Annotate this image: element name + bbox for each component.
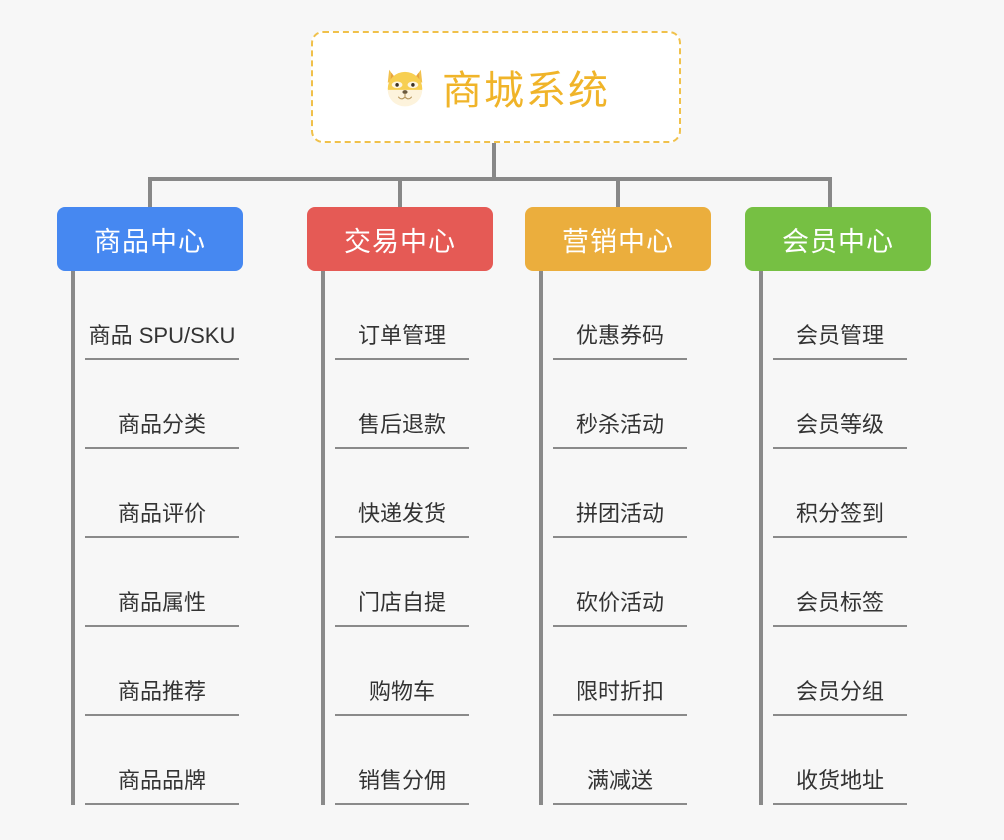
root-title: 商城系统 [442, 69, 610, 113]
category-title: 会员中心 [782, 226, 894, 257]
column-member-center: 会员中心 会员管理 会员等级 积分签到 会员标签 会员分组 收货地址 [745, 207, 931, 805]
list-item[interactable]: 商品 SPU/SKU [85, 271, 239, 360]
category-header-marketing-center[interactable]: 营销中心 [525, 207, 711, 271]
leaf-label: 会员管理 [795, 323, 884, 348]
leaf-label: 商品分类 [117, 412, 206, 437]
leaf-label: 会员标签 [795, 590, 884, 615]
leaf-label: 优惠券码 [575, 323, 664, 348]
list-item[interactable]: 优惠券码 [553, 271, 687, 360]
leaf-label: 满减送 [586, 768, 653, 793]
leaf-label: 门店自提 [357, 590, 446, 615]
leaf-label: 会员分组 [795, 679, 884, 704]
leaf-label: 商品评价 [117, 501, 206, 526]
leaf-label: 秒杀活动 [575, 412, 664, 437]
list-item[interactable]: 积分签到 [773, 449, 907, 538]
list-item[interactable]: 商品评价 [85, 449, 239, 538]
list-item[interactable]: 商品属性 [85, 538, 239, 627]
list-item[interactable]: 订单管理 [335, 271, 469, 360]
list-item[interactable]: 会员管理 [773, 271, 907, 360]
category-title: 商品中心 [94, 226, 206, 257]
leaf-list-product-center: 商品 SPU/SKU 商品分类 商品评价 商品属性 商品推荐 商品品牌 [71, 271, 239, 805]
leaf-label: 商品属性 [117, 590, 206, 615]
list-item[interactable]: 会员等级 [773, 360, 907, 449]
leaf-label: 购物车 [368, 679, 435, 704]
leaf-label: 售后退款 [357, 412, 446, 437]
connector-drop-2 [616, 177, 620, 207]
column-product-center: 商品中心 商品 SPU/SKU 商品分类 商品评价 商品属性 商品推荐 商品品牌 [57, 207, 243, 805]
list-item[interactable]: 秒杀活动 [553, 360, 687, 449]
leaf-label: 拼团活动 [575, 501, 664, 526]
dog-face-icon [382, 64, 428, 110]
leaf-label: 快递发货 [357, 501, 446, 526]
leaf-label: 收货地址 [795, 768, 884, 793]
list-item[interactable]: 砍价活动 [553, 538, 687, 627]
list-item[interactable]: 会员分组 [773, 627, 907, 716]
list-item[interactable]: 收货地址 [773, 716, 907, 805]
list-item[interactable]: 购物车 [335, 627, 469, 716]
list-item[interactable]: 门店自提 [335, 538, 469, 627]
connector-drop-3 [828, 177, 832, 207]
list-item[interactable]: 拼团活动 [553, 449, 687, 538]
leaf-label: 商品 SPU/SKU [88, 323, 236, 348]
list-item[interactable]: 商品分类 [85, 360, 239, 449]
leaf-label: 限时折扣 [575, 679, 664, 704]
leaf-label: 会员等级 [795, 412, 884, 437]
leaf-label: 积分签到 [795, 501, 884, 526]
leaf-label: 销售分佣 [357, 768, 446, 793]
connector-root-stem [492, 143, 496, 180]
category-header-trade-center[interactable]: 交易中心 [307, 207, 493, 271]
connector-horizontal-bus [148, 177, 832, 181]
leaf-label: 砍价活动 [575, 590, 664, 615]
category-header-member-center[interactable]: 会员中心 [745, 207, 931, 271]
list-item[interactable]: 满减送 [553, 716, 687, 805]
leaf-label: 商品推荐 [117, 679, 206, 704]
category-title: 营销中心 [562, 226, 674, 257]
leaf-label: 商品品牌 [117, 768, 206, 793]
leaf-list-marketing-center: 优惠券码 秒杀活动 拼团活动 砍价活动 限时折扣 满减送 [539, 271, 687, 805]
list-item[interactable]: 限时折扣 [553, 627, 687, 716]
column-trade-center: 交易中心 订单管理 售后退款 快递发货 门店自提 购物车 销售分佣 [307, 207, 493, 805]
connector-drop-1 [398, 177, 402, 207]
list-item[interactable]: 售后退款 [335, 360, 469, 449]
root-node[interactable]: 商城系统 [311, 31, 681, 143]
connector-drop-0 [148, 177, 152, 207]
leaf-list-trade-center: 订单管理 售后退款 快递发货 门店自提 购物车 销售分佣 [321, 271, 469, 805]
column-marketing-center: 营销中心 优惠券码 秒杀活动 拼团活动 砍价活动 限时折扣 满减送 [525, 207, 711, 805]
list-item[interactable]: 会员标签 [773, 538, 907, 627]
category-title: 交易中心 [344, 226, 456, 257]
list-item[interactable]: 销售分佣 [335, 716, 469, 805]
leaf-label: 订单管理 [357, 323, 446, 348]
list-item[interactable]: 商品推荐 [85, 627, 239, 716]
list-item[interactable]: 商品品牌 [85, 716, 239, 805]
category-header-product-center[interactable]: 商品中心 [57, 207, 243, 271]
leaf-list-member-center: 会员管理 会员等级 积分签到 会员标签 会员分组 收货地址 [759, 271, 907, 805]
list-item[interactable]: 快递发货 [335, 449, 469, 538]
